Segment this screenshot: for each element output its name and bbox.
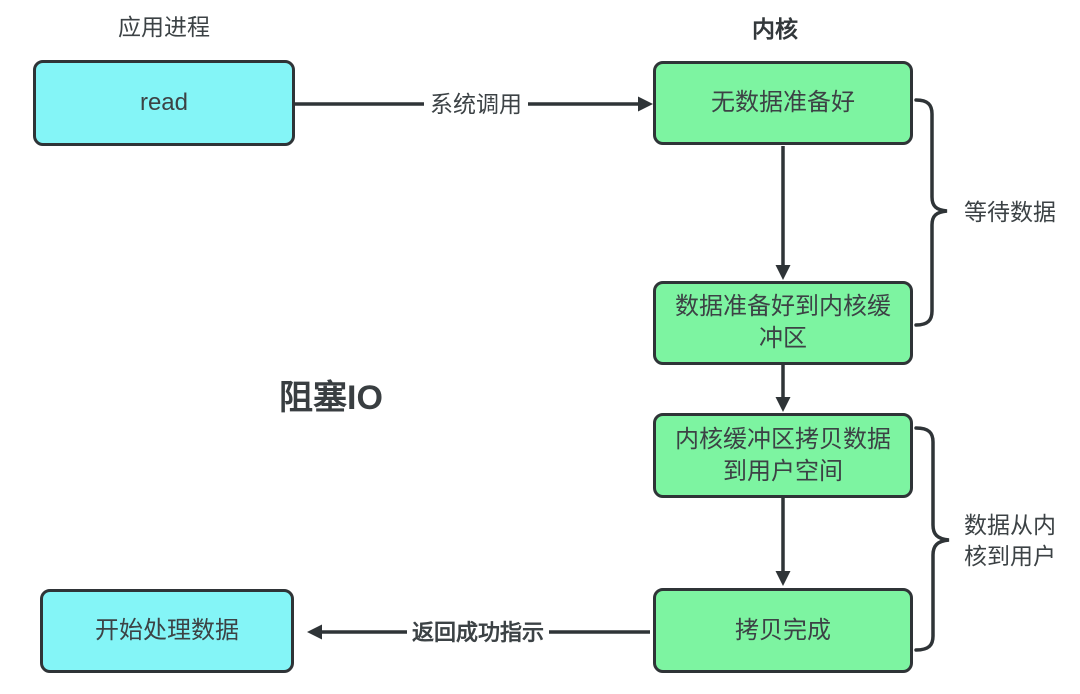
node-kernel-buffer-copy-to-user: 内核缓冲区拷贝数据到用户空间 <box>653 413 913 498</box>
return-arrowhead-icon <box>307 624 322 640</box>
kernel-header: 内核 <box>752 16 798 42</box>
node-start-processing: 开始处理数据 <box>40 589 294 673</box>
diagram-title: 阻塞IO <box>279 379 383 417</box>
flow-arrowhead-2-icon <box>775 397 791 412</box>
node-copy-complete: 拷贝完成 <box>653 588 913 673</box>
wait-data-brace <box>914 98 948 327</box>
kernel-to-user-label: 数据从内核到用户 <box>964 512 1056 569</box>
syscall-edge-label: 系统调用 <box>424 90 528 118</box>
return-success-edge-label: 返回成功指示 <box>407 619 549 647</box>
node-no-data-ready: 无数据准备好 <box>653 61 913 145</box>
kernel-to-user-brace <box>914 426 950 652</box>
syscall-arrowhead-icon <box>638 96 653 112</box>
app-process-header: 应用进程 <box>118 14 210 40</box>
wait-data-label: 等待数据 <box>964 199 1056 225</box>
node-read: read <box>33 60 295 146</box>
flow-arrowhead-3-icon <box>775 571 791 586</box>
node-data-ready-to-kernel-buffer: 数据准备好到内核缓冲区 <box>653 281 913 365</box>
flow-arrowhead-1-icon <box>775 265 791 280</box>
